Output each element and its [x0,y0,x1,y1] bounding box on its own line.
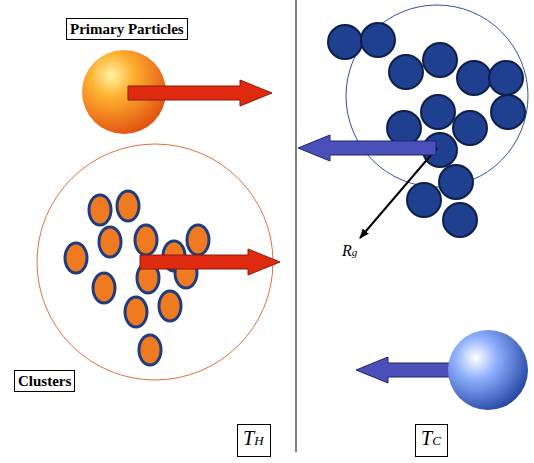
red-arrow [128,80,272,106]
heading-box: Clusters [14,370,75,392]
temperature-box: TC [415,424,448,457]
divider-line [296,0,297,452]
radius-label: Rg [342,242,357,261]
cluster-particles-hot [65,191,209,365]
node-text: TC [421,427,441,452]
cluster-outline [346,5,528,187]
blue-arrow [298,135,436,161]
heading-box: Primary Particles [66,18,188,40]
primary-particle-cold [448,330,528,410]
cluster-particles-cold [328,23,525,237]
node-text: Primary Particles [70,20,184,38]
node-text: TH [243,427,264,452]
radius-arrow [360,148,437,238]
red-arrow [140,249,280,275]
temperature-box: TH [237,424,271,457]
node-text: Clusters [18,372,71,390]
